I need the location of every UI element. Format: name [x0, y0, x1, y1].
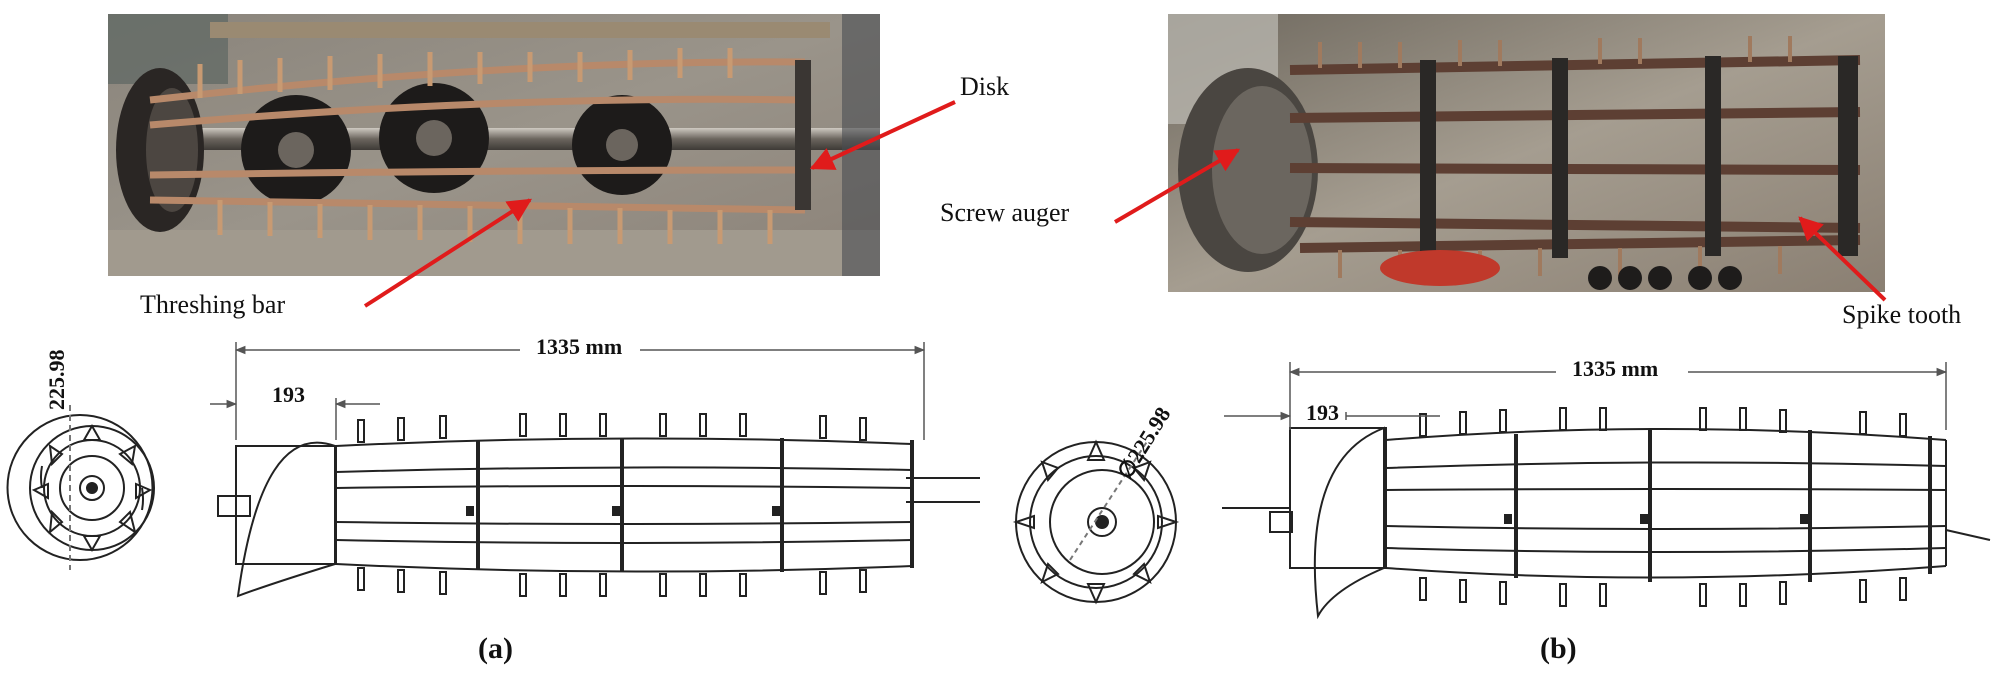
auger-length-dimension-b: 193	[1306, 400, 1339, 425]
auger-length-dimension-a: 193	[272, 382, 305, 407]
total-length-dimension-a: 1335 mm	[536, 334, 623, 359]
drawing-b-end-view	[1012, 439, 1180, 605]
threshing-bar-label: Threshing bar	[140, 290, 286, 319]
pointer-arrows	[363, 100, 1887, 308]
drawing-a-end-view	[6, 405, 155, 570]
photo-b-rotor	[1168, 14, 1885, 292]
arrow-threshing-bar	[363, 198, 533, 308]
panel-label-a: (a)	[478, 632, 513, 665]
dimensions-a	[210, 342, 926, 440]
total-length-dimension-b: 1335 mm	[1572, 356, 1659, 381]
drawing-a-side-view	[217, 413, 980, 598]
dimensions-b	[1224, 362, 1948, 430]
arrow-disk	[809, 100, 956, 170]
diameter-dimension-a: 225.98	[44, 349, 69, 411]
spike-tooth-label: Spike tooth	[1842, 300, 1962, 329]
arrow-spike-tooth	[1798, 216, 1887, 302]
drawing-b-side-view	[1222, 407, 1991, 620]
screw-auger-label: Screw auger	[940, 198, 1070, 227]
disk-label: Disk	[960, 72, 1010, 101]
panel-label-b: (b)	[1540, 632, 1577, 665]
photo-a-rotor	[108, 14, 880, 276]
arrow-screw-auger	[1113, 148, 1241, 224]
